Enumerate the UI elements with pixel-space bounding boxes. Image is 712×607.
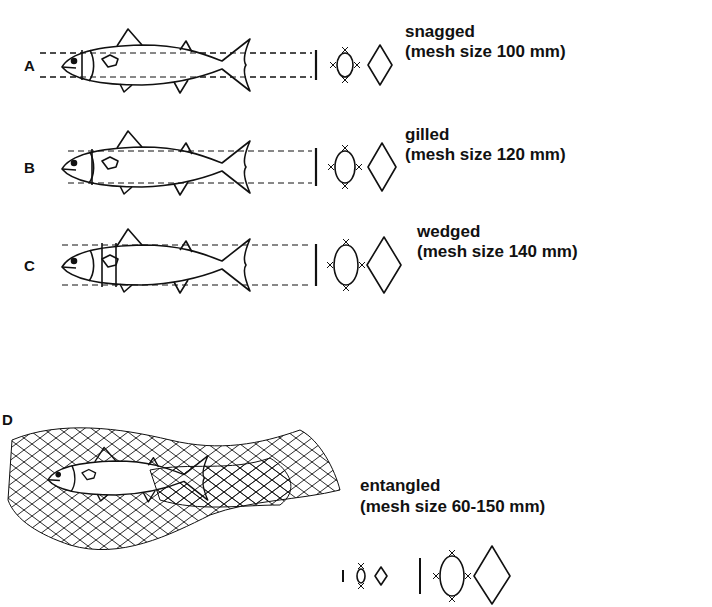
panel-letter: B: [24, 158, 35, 178]
panel-letter: C: [24, 256, 35, 276]
capture-mode: entangled: [360, 476, 440, 496]
capture-mode: snagged: [405, 22, 475, 42]
panel-letter: D: [2, 410, 13, 430]
mesh-size: (mesh size 120 mm): [405, 145, 566, 165]
panel-letter: A: [24, 56, 35, 76]
capture-mode: gilled: [405, 125, 449, 145]
mesh-size: (mesh size 60-150 mm): [360, 497, 545, 517]
capture-mode: wedged: [417, 222, 480, 242]
mesh-size: (mesh size 100 mm): [405, 42, 566, 62]
mesh-size: (mesh size 140 mm): [417, 242, 578, 262]
